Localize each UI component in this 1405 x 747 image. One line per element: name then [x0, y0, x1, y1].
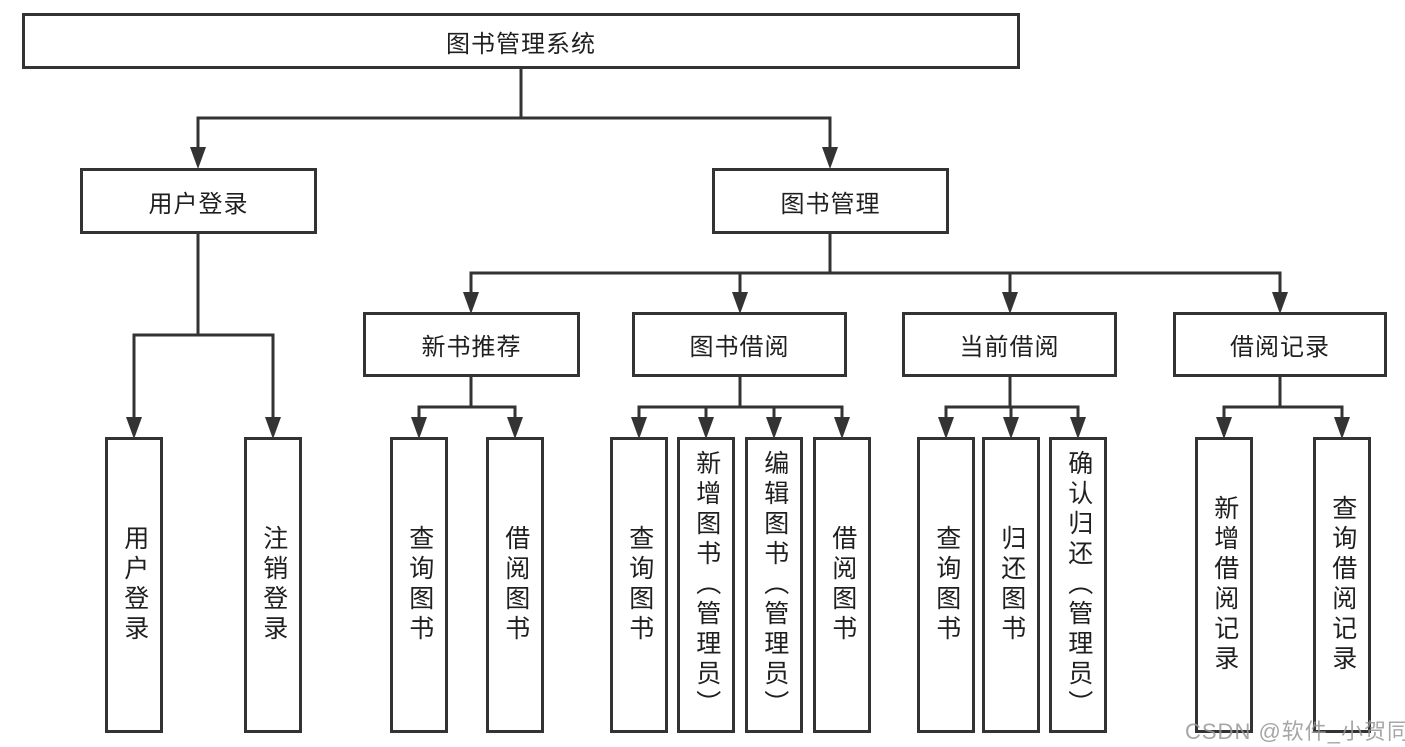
edge-borrowing-records-to-children [1216, 375, 1350, 439]
node-logout-action-label: 注销登录 [259, 525, 288, 645]
node-current-return-books: 归还图书 [982, 437, 1040, 733]
node-user-login-label: 用户登录 [148, 190, 249, 218]
node-records-query-record-label: 查询借阅记录 [1328, 495, 1357, 675]
node-current-query-books-label: 查询图书 [932, 525, 961, 645]
edge-current-borrowing-to-children [938, 375, 1086, 439]
node-current-confirm-return-admin: 确认归还（管理员） [1049, 437, 1107, 733]
edge-new-book-recommend-to-children [411, 375, 523, 439]
arrowhead [126, 417, 142, 439]
node-borrowing-add-books-admin-label: 新增图书（管理员） [692, 450, 721, 720]
arrowhead [411, 417, 427, 439]
node-records-query-record: 查询借阅记录 [1313, 437, 1371, 733]
arrowhead [698, 417, 714, 439]
arrowhead [1334, 417, 1350, 439]
arrowhead [507, 417, 523, 439]
node-borrowing-query-books-label: 查询图书 [625, 525, 654, 645]
node-borrowing-add-books-admin: 新增图书（管理员） [677, 437, 735, 733]
node-borrowing-records-label: 借阅记录 [1230, 334, 1330, 361]
node-borrowing-borrow-books-label: 借阅图书 [828, 525, 857, 645]
arrowhead [190, 147, 206, 169]
node-borrowing-edit-books-admin: 编辑图书（管理员） [745, 437, 803, 733]
node-root-label: 图书管理系统 [446, 30, 596, 58]
node-records-add-record: 新增借阅记录 [1195, 437, 1253, 733]
node-borrowing-edit-books-admin-label: 编辑图书（管理员） [760, 450, 789, 720]
edge-root-to-level2 [190, 67, 838, 169]
node-book-management: 图书管理 [712, 168, 949, 234]
arrowhead [1002, 292, 1018, 314]
arrowhead [1070, 417, 1086, 439]
arrowhead [1272, 292, 1288, 314]
node-borrowing-borrow-books: 借阅图书 [813, 437, 871, 733]
node-user-login: 用户登录 [80, 168, 317, 234]
edge-book-management-to-level3 [463, 232, 1288, 314]
node-borrowing-query-books: 查询图书 [610, 437, 668, 733]
node-recommend-borrow-books-label: 借阅图书 [501, 525, 530, 645]
edge-user-login-to-children [126, 232, 281, 439]
arrowhead [732, 292, 748, 314]
arrowhead [766, 417, 782, 439]
node-new-book-recommend: 新书推荐 [363, 312, 580, 377]
node-current-return-books-label: 归还图书 [997, 525, 1026, 645]
node-current-query-books: 查询图书 [917, 437, 975, 733]
node-root: 图书管理系统 [22, 13, 1020, 69]
node-current-borrowing-label: 当前借阅 [959, 334, 1060, 361]
node-user-login-action-label: 用户登录 [120, 525, 149, 645]
watermark: CSDN @软件_小贺同学 [1185, 719, 1405, 744]
arrowhead [1216, 417, 1232, 439]
node-user-login-action: 用户登录 [105, 437, 163, 733]
arrowhead [463, 292, 479, 314]
node-current-borrowing: 当前借阅 [902, 312, 1117, 377]
arrowhead [822, 147, 838, 169]
node-records-add-record-label: 新增借阅记录 [1210, 495, 1239, 675]
node-book-management-label: 图书管理 [780, 190, 881, 218]
node-borrowing-records: 借阅记录 [1173, 312, 1387, 377]
arrowhead [1003, 417, 1019, 439]
arrowhead [631, 417, 647, 439]
node-recommend-borrow-books: 借阅图书 [486, 437, 544, 733]
node-book-borrowing: 图书借阅 [632, 312, 847, 377]
node-current-confirm-return-admin-label: 确认归还（管理员） [1064, 450, 1093, 720]
node-recommend-query-books-label: 查询图书 [405, 525, 434, 645]
node-logout-action: 注销登录 [244, 437, 302, 733]
node-recommend-query-books: 查询图书 [390, 437, 448, 733]
node-book-borrowing-label: 图书借阅 [689, 334, 790, 361]
node-new-book-recommend-label: 新书推荐 [421, 334, 522, 361]
arrowhead [938, 417, 954, 439]
edge-book-borrowing-to-children [631, 375, 850, 439]
arrowhead [265, 417, 281, 439]
arrowhead [834, 417, 850, 439]
